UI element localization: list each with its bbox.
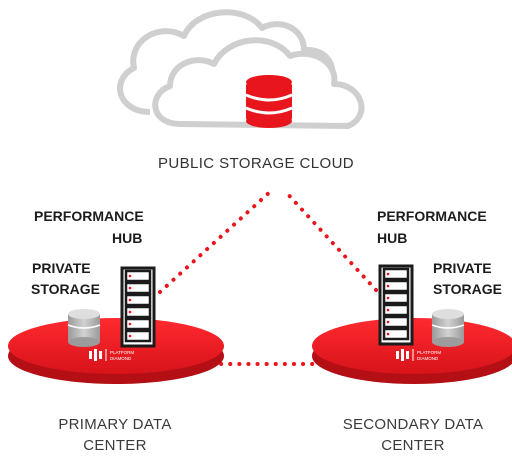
primary-private-storage-label-line2: STORAGE	[31, 281, 100, 297]
connection-primary-to-cloud	[158, 188, 274, 294]
secondary-performance-hub-label-line1: PERFORMANCE	[377, 208, 487, 224]
secondary-platform-brand-line2: DIAMOND	[417, 356, 439, 361]
primary-platform-brand-line1: PLATFORM	[110, 350, 134, 355]
secondary-platform-brand-line1: PLATFORM	[417, 350, 441, 355]
primary-platform-brand-line2: DIAMOND	[110, 356, 132, 361]
secondary-performance-hub-icon	[378, 264, 414, 346]
primary-platform	[8, 318, 224, 384]
cloud-label: PUBLIC STORAGE CLOUD	[157, 155, 355, 172]
cloud-database-icon	[245, 75, 293, 128]
connection-secondary-to-cloud	[282, 188, 378, 292]
primary-center-label-line2: CENTER	[83, 437, 147, 454]
cloud-icon	[117, 9, 365, 129]
primary-private-storage-icon	[67, 309, 101, 347]
primary-private-storage-label-line1: PRIVATE	[32, 260, 91, 276]
secondary-private-storage-label-line1: PRIVATE	[433, 260, 492, 276]
primary-platform-logo-icon	[89, 349, 107, 361]
secondary-center-label-line2: CENTER	[381, 437, 445, 454]
secondary-private-storage-icon	[431, 309, 465, 347]
secondary-private-storage-label-line2: STORAGE	[433, 281, 502, 297]
secondary-platform-logo-icon	[396, 349, 414, 361]
secondary-performance-hub-label-line2: HUB	[377, 230, 408, 246]
primary-performance-hub-label-line2: HUB	[112, 230, 143, 246]
primary-center-label-line1: PRIMARY DATA	[58, 416, 172, 433]
primary-performance-hub-label-line1: PERFORMANCE	[34, 208, 144, 224]
secondary-center-label-line1: SECONDARY DATA	[342, 416, 484, 433]
primary-performance-hub-icon	[120, 266, 156, 348]
